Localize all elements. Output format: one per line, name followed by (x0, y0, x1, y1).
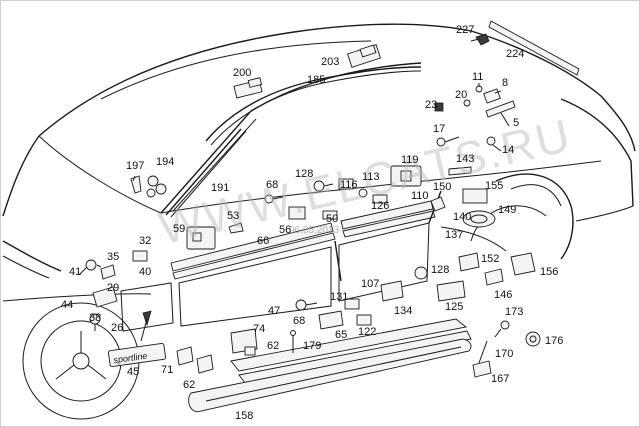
callout-c45: 45 (127, 366, 139, 378)
callout-c56: 56 (279, 224, 291, 236)
callout-c140: 140 (453, 211, 471, 223)
callout-c50: 50 (326, 213, 338, 225)
callout-c224: 224 (506, 48, 524, 60)
callout-c197: 197 (126, 160, 144, 172)
callout-c29: 29 (107, 282, 119, 294)
callout-c128a: 128 (295, 168, 313, 180)
rocker-panels (188, 318, 472, 413)
callout-c66: 66 (257, 235, 269, 247)
callout-c155: 155 (485, 180, 503, 192)
callout-c62b: 62 (183, 379, 195, 391)
callout-c119: 119 (401, 154, 419, 166)
small-parts (85, 33, 541, 378)
callout-c134: 134 (394, 305, 412, 317)
callout-c44: 44 (61, 299, 73, 311)
callout-c74: 74 (253, 323, 265, 335)
callout-c143: 143 (456, 153, 474, 165)
sportline-badge-text: sportline (113, 351, 148, 366)
callout-c191: 191 (211, 182, 229, 194)
callout-c14: 14 (502, 144, 514, 156)
callout-c146: 146 (494, 289, 512, 301)
callout-c170: 170 (495, 348, 513, 360)
sportline-badge: sportline (107, 342, 167, 368)
callout-c122: 122 (358, 326, 376, 338)
callout-c158: 158 (235, 410, 253, 422)
callout-c173: 173 (505, 306, 523, 318)
leader-lines (78, 38, 510, 276)
callout-c41: 41 (69, 266, 81, 278)
roof-moulding (165, 20, 580, 218)
callout-c5: 5 (513, 117, 519, 129)
callout-c203: 203 (321, 56, 339, 68)
callout-c110: 110 (411, 190, 429, 202)
callout-c23: 23 (425, 99, 437, 111)
callout-c128b: 128 (431, 264, 449, 276)
callout-c179: 179 (303, 340, 321, 352)
callout-c68b: 68 (293, 315, 305, 327)
callout-c35: 35 (107, 251, 119, 263)
rear-wheel (470, 205, 547, 242)
callout-c59: 59 (173, 223, 185, 235)
callout-c125: 125 (445, 301, 463, 313)
callout-c40: 40 (139, 266, 151, 278)
callout-c185: 185 (307, 74, 325, 86)
callout-c150: 150 (433, 181, 451, 193)
callout-c26: 26 (111, 322, 123, 334)
callout-c200: 200 (233, 67, 251, 79)
callout-c131: 131 (330, 291, 348, 303)
callout-c20: 20 (455, 89, 467, 101)
callout-c47: 47 (268, 305, 280, 317)
callout-c11: 11 (472, 71, 483, 83)
callout-c32: 32 (139, 235, 151, 247)
callout-c126: 126 (371, 200, 389, 212)
callout-c137: 137 (445, 229, 463, 241)
callout-c227: 227 (456, 24, 474, 36)
callout-c38: 38 (89, 312, 101, 324)
callout-c176: 176 (545, 335, 563, 347)
callout-c62a: 62 (267, 340, 279, 352)
callout-c113: 113 (362, 171, 380, 183)
car-body-outline (2, 23, 636, 302)
callout-c107: 107 (361, 278, 379, 290)
callout-c71: 71 (161, 364, 173, 376)
door-trim-strips (120, 190, 442, 332)
callout-c149: 149 (498, 204, 516, 216)
callout-c152: 152 (481, 253, 499, 265)
callout-c68a: 68 (266, 179, 278, 191)
watermark-date: 06.05.2013 (289, 225, 339, 236)
callout-c65: 65 (335, 329, 347, 341)
callout-c53: 53 (227, 210, 239, 222)
callout-c156: 156 (540, 266, 558, 278)
callout-c116: 116 (340, 179, 358, 191)
callout-c17: 17 (433, 123, 445, 135)
callout-c194: 194 (156, 156, 174, 168)
callout-labels: 227 224 203 200 185 11 8 20 23 5 17 14 197 194 143 119 1… (61, 24, 563, 422)
callout-c167: 167 (491, 373, 509, 385)
callout-c8: 8 (502, 77, 508, 89)
